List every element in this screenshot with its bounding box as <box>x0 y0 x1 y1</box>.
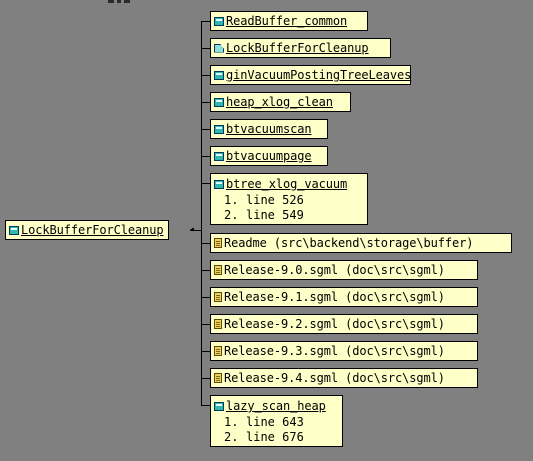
caller-name: btvacuumpage <box>226 149 312 163</box>
file-icon <box>214 373 222 383</box>
line-reference-number: 1. <box>224 192 239 207</box>
caller-name: heap_xlog_clean <box>226 95 333 109</box>
line-reference[interactable]: 2. line 549 <box>214 207 304 222</box>
caller-name: LockBufferForCleanup <box>226 41 369 55</box>
caller-node-header: lazy_scan_heap <box>214 398 326 414</box>
function-icon <box>9 225 19 235</box>
caller-name: Release-9.0.sgml (doc\src\sgml) <box>224 263 445 277</box>
caller-node-4[interactable]: heap_xlog_clean <box>210 92 351 112</box>
caller-node-8[interactable]: Readme (src\backend\storage\buffer) <box>210 233 512 253</box>
line-reference-text: line 643 <box>246 414 304 429</box>
function-icon <box>214 97 224 107</box>
function-icon <box>214 16 224 26</box>
caller-node-header: ginVacuumPostingTreeLeaves <box>214 67 411 83</box>
caller-node-header: ReadBuffer_common <box>214 13 347 29</box>
line-reference-number: 1. <box>224 414 239 429</box>
caller-node-header: Release-9.2.sgml (doc\src\sgml) <box>214 316 445 332</box>
function-icon <box>214 70 224 80</box>
caller-name: Release-9.1.sgml (doc\src\sgml) <box>224 290 445 304</box>
caller-name: btree_xlog_vacuum <box>226 177 348 191</box>
line-reference-text: line 526 <box>246 192 304 207</box>
caller-name: Release-9.2.sgml (doc\src\sgml) <box>224 317 445 331</box>
file-icon <box>214 319 222 329</box>
line-reference[interactable]: 1. line 526 <box>214 192 304 207</box>
caller-node-9[interactable]: Release-9.0.sgml (doc\src\sgml) <box>210 260 478 280</box>
file-icon <box>214 265 222 275</box>
caller-node-3[interactable]: ginVacuumPostingTreeLeaves <box>210 65 411 85</box>
function-icon <box>214 124 224 134</box>
line-reference-number: 2. <box>224 429 239 444</box>
function-icon <box>214 179 224 189</box>
caller-node-header: btvacuumpage <box>214 148 312 164</box>
root-function-name: LockBufferForCleanup <box>21 223 164 237</box>
caller-name: btvacuumscan <box>226 122 312 136</box>
caller-node-header: Release-9.3.sgml (doc\src\sgml) <box>214 343 445 359</box>
caller-node-header: btvacuumscan <box>214 121 312 137</box>
caller-node-11[interactable]: Release-9.2.sgml (doc\src\sgml) <box>210 314 478 334</box>
caller-name: ReadBuffer_common <box>226 14 348 28</box>
toolbar-remnant <box>108 0 138 5</box>
line-reference[interactable]: 2. line 676 <box>214 429 304 444</box>
function-icon <box>214 401 224 411</box>
caller-node-1[interactable]: ReadBuffer_common <box>210 11 368 31</box>
caller-node-5[interactable]: btvacuumscan <box>210 119 328 139</box>
caller-name: Release-9.3.sgml (doc\src\sgml) <box>224 344 445 358</box>
caller-name: Readme (src\backend\storage\buffer) <box>224 236 474 250</box>
function-icon <box>214 151 224 161</box>
prototype-icon <box>214 43 224 53</box>
file-icon <box>214 292 222 302</box>
caller-name: Release-9.4.sgml (doc\src\sgml) <box>224 371 445 385</box>
caller-node-header: Readme (src\backend\storage\buffer) <box>214 235 473 251</box>
line-reference-number: 2. <box>224 207 239 222</box>
caller-name: lazy_scan_heap <box>226 399 326 413</box>
arrow-left-icon: ◂ <box>189 224 196 235</box>
caller-node-12[interactable]: Release-9.3.sgml (doc\src\sgml) <box>210 341 478 361</box>
caller-node-header: Release-9.1.sgml (doc\src\sgml) <box>214 289 445 305</box>
line-reference[interactable]: 1. line 643 <box>214 414 304 429</box>
caller-name: ginVacuumPostingTreeLeaves <box>226 68 412 82</box>
line-reference-text: line 549 <box>246 207 304 222</box>
caller-node-6[interactable]: btvacuumpage <box>210 146 328 166</box>
caller-node-13[interactable]: Release-9.4.sgml (doc\src\sgml) <box>210 368 478 388</box>
root-function-node[interactable]: LockBufferForCleanup <box>5 220 169 240</box>
caller-node-10[interactable]: Release-9.1.sgml (doc\src\sgml) <box>210 287 478 307</box>
file-icon <box>214 238 222 248</box>
caller-node-header: Release-9.0.sgml (doc\src\sgml) <box>214 262 445 278</box>
caller-node-header: Release-9.4.sgml (doc\src\sgml) <box>214 370 445 386</box>
caller-node-header: LockBufferForCleanup <box>214 40 369 56</box>
file-icon <box>214 346 222 356</box>
caller-node-header: btree_xlog_vacuum <box>214 176 347 192</box>
line-reference-text: line 676 <box>246 429 304 444</box>
caller-node-2[interactable]: LockBufferForCleanup <box>210 38 391 58</box>
caller-node-header: heap_xlog_clean <box>214 94 333 110</box>
